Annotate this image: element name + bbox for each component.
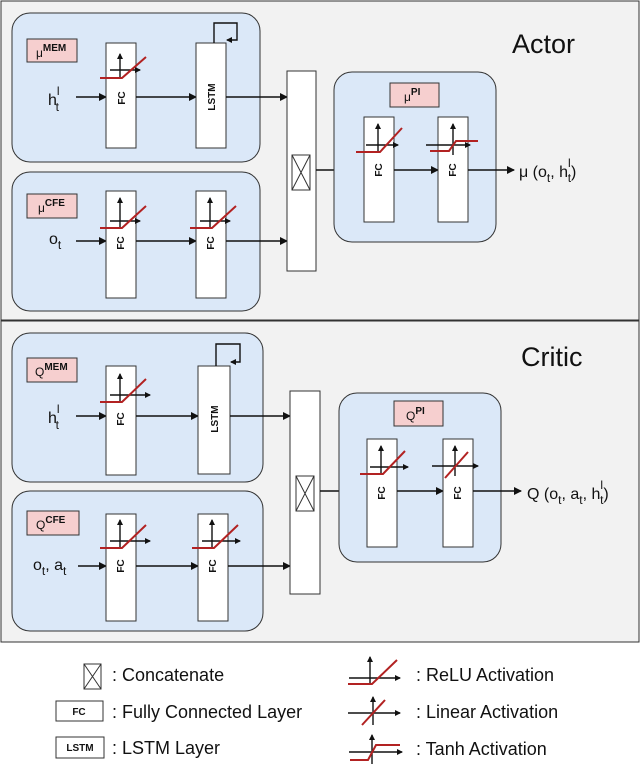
critic-pi-fc2-label: FC [453, 486, 464, 499]
actor-cfe-fc1-relu-icon [100, 197, 147, 229]
actor-cfe-fc1-label: FC [116, 236, 127, 249]
actor-pi-tag-label: μPI [404, 87, 421, 104]
legend-relu-icon [348, 656, 401, 685]
critic-mem-fc [105, 365, 137, 476]
actor-cfe-fc2-label: FC [206, 236, 217, 249]
legend-tanh-label: : Tanh Activation [416, 739, 547, 759]
actor-cfe-input: ot [49, 231, 62, 252]
legend-fc-label: : Fully Connected Layer [112, 702, 302, 722]
critic-mem-tag [26, 357, 78, 383]
critic-cfe-fc1 [105, 513, 137, 622]
critic-pi-tag-label: QPI [406, 406, 425, 423]
legend-lstm-label: : LSTM Layer [112, 738, 220, 758]
legend-concat-label: : Concatenate [112, 665, 224, 685]
actor-pi-fc1 [363, 116, 395, 223]
legend-linear-label: : Linear Activation [416, 702, 558, 722]
actor-lstm-label: LSTM [207, 83, 218, 110]
critic-pi-fc1 [366, 438, 398, 548]
critic-lstm [197, 365, 231, 475]
legend-fc-box [55, 700, 104, 722]
legend-lstm-box [55, 736, 105, 759]
actor-pi-fc2-label: FC [448, 163, 459, 176]
critic-cfe-fc2-label: FC [208, 559, 219, 572]
actor-cfe-tag-label: μCFE [38, 198, 65, 215]
critic-concat-icon [295, 475, 315, 512]
actor-mem-tag [26, 38, 78, 63]
critic-pi-fc1-relu-icon [360, 445, 409, 475]
legend: : Concatenate FC : Fully Connected Layer… [55, 656, 558, 764]
actor-mem-fc-relu-icon [100, 53, 147, 79]
critic-pi-fc1-label: FC [377, 486, 388, 499]
critic-pi-fc2 [442, 438, 474, 548]
actor-cfe-fc2 [195, 190, 227, 299]
actor-concat-icon [291, 154, 311, 191]
actor-title: Actor [512, 29, 575, 59]
actor-pi-fc2-tanh-icon [426, 123, 478, 155]
legend-lstm-box-label: LSTM [66, 743, 93, 754]
actor-mem-fc [105, 42, 137, 149]
legend-tanh-icon [349, 734, 403, 764]
critic-cfe-fc2 [197, 513, 229, 622]
actor-mem-fc-label: FC [117, 91, 128, 104]
legend-concat-icon [83, 663, 102, 690]
actor-cfe-fc2-relu-icon [190, 197, 237, 229]
critic-cfe-tag [26, 510, 80, 536]
legend-fc-box-label: FC [72, 707, 85, 718]
critic-cfe-tag-label: QCFE [36, 515, 66, 532]
actor-cfe-tag [26, 193, 78, 219]
critic-pi-fc2-linear-icon [432, 445, 479, 479]
critic-lstm-label: LSTM [210, 405, 221, 432]
actor-pi-fc1-relu-icon [356, 123, 403, 153]
actor-lstm [195, 42, 227, 149]
critic-cfe-fc2-relu-icon [192, 519, 241, 549]
critic-mem-fc-relu-icon [100, 373, 151, 403]
critic-cfe-input: ot, at [33, 557, 67, 578]
actor-pi-fc1-label: FC [374, 163, 385, 176]
critic-cfe-fc1-relu-icon [100, 519, 151, 549]
critic-pi-tag [393, 400, 444, 427]
critic-mem-tag-label: QMEM [35, 362, 68, 379]
critic-cfe-fc1-label: FC [116, 559, 127, 572]
legend-linear-icon [348, 696, 401, 726]
actor-cfe-fc1 [105, 190, 137, 299]
critic-mem-fc-label: FC [116, 412, 127, 425]
critic-title: Critic [521, 342, 583, 372]
legend-relu-label: : ReLU Activation [416, 665, 554, 685]
actor-mem-tag-label: μMEM [36, 43, 66, 60]
actor-pi-tag [389, 82, 440, 108]
